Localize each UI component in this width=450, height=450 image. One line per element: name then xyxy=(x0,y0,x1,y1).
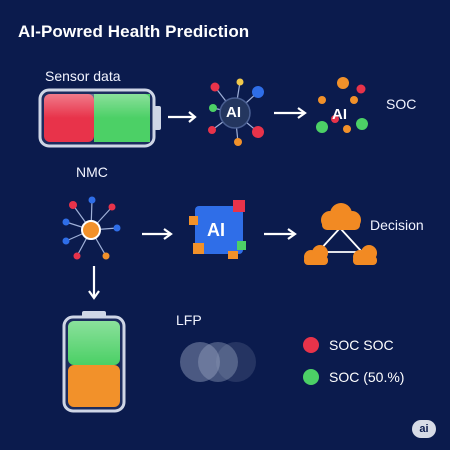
soc-cluster-icon xyxy=(316,77,368,133)
ai-badge: ai xyxy=(412,420,436,438)
decision-label: Decision xyxy=(370,217,424,233)
legend-dot-red xyxy=(303,337,319,353)
battery-icon-top xyxy=(38,88,161,148)
arrow-icon-1 xyxy=(168,111,197,123)
ai-chip-label: AI xyxy=(207,220,225,240)
ai-cluster-label: AI xyxy=(332,106,347,123)
soc-label: SOC xyxy=(386,96,417,112)
overlap-circles-icon xyxy=(180,342,256,382)
decision-tree-icon xyxy=(304,203,377,265)
sensor-data-label: Sensor data xyxy=(45,68,121,84)
legend-dot-green xyxy=(303,369,319,385)
legend-item-2: SOC (50.%) xyxy=(329,369,405,385)
ai-chip-icon xyxy=(189,200,246,259)
arrow-icon-4 xyxy=(264,228,297,240)
arrow-icon-2 xyxy=(274,107,307,119)
diagram-title: AI-Powred Health Prediction xyxy=(18,22,250,41)
legend-item-1: SOC SOC xyxy=(329,337,394,353)
arrow-icon-3 xyxy=(142,228,173,240)
ai-network-icon xyxy=(208,78,264,146)
nmc-label: NMC xyxy=(76,164,108,180)
nmc-network-icon xyxy=(62,196,121,260)
battery-icon-bottom xyxy=(62,311,126,413)
ai-node-label: AI xyxy=(226,104,241,121)
lfp-label: LFP xyxy=(176,312,202,328)
arrow-down-icon xyxy=(88,266,100,300)
